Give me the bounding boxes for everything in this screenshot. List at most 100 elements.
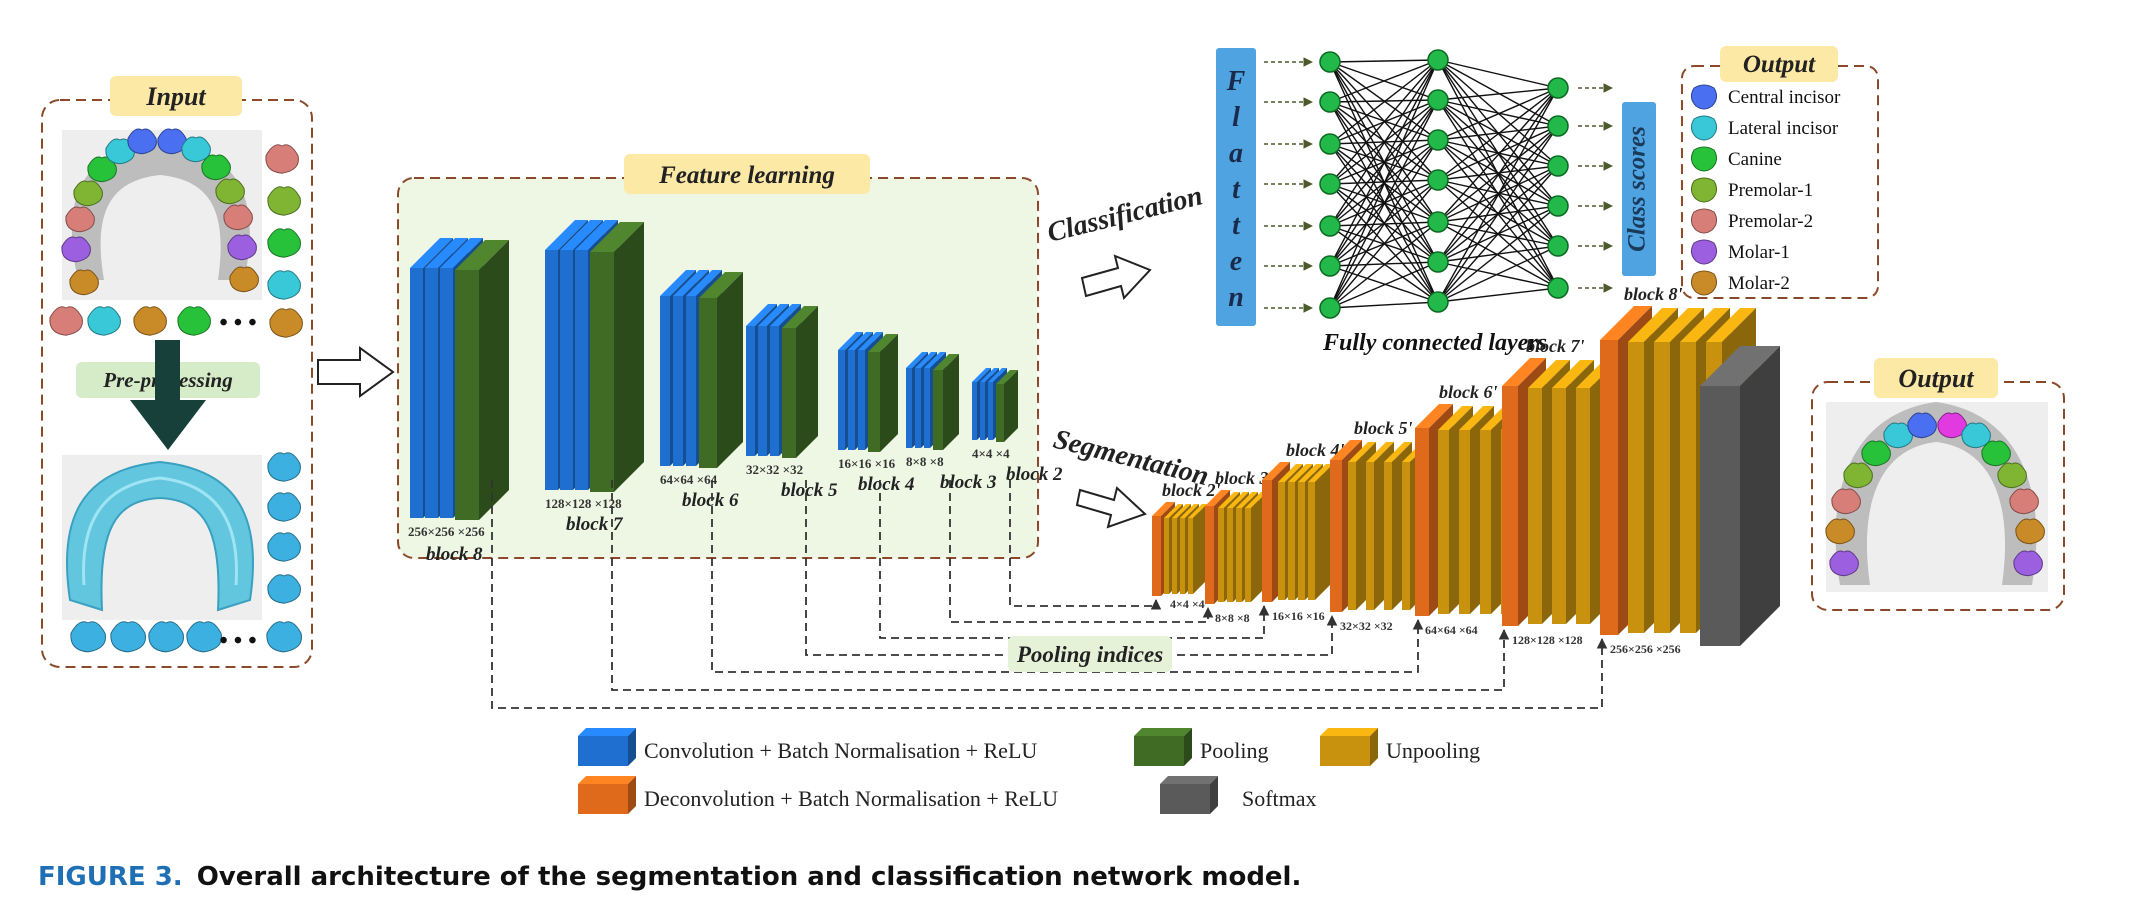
decoder-block-0-deconv-top (1152, 502, 1175, 516)
encoder-block-5-pool-side (943, 354, 959, 450)
fc-edge (1329, 59, 1439, 63)
encoder-block-3-name: block 5 (781, 480, 838, 501)
fc-edge (1329, 59, 1439, 145)
pooling-index-line-1 (611, 480, 1510, 691)
encoder-block-0-conv-1-front (425, 268, 438, 518)
input-dots-1: • • • (219, 310, 256, 336)
encoder-block-0-pool (455, 240, 509, 520)
encoder-block-6-size: 4×4 ×4 (972, 446, 1010, 461)
encoder-block-0-name: block 8 (426, 544, 483, 565)
legend-swatch-1-top (1134, 728, 1192, 736)
legend-swatch-4-top (1160, 776, 1218, 784)
pooling-index-line-6 (1009, 480, 1162, 610)
output-tooth-7 (1937, 412, 1967, 439)
row-tooth-0 (49, 306, 83, 336)
output-tooth-11 (2009, 488, 2039, 515)
blue-row-tooth-1 (110, 621, 146, 653)
output-seg-title-box (1874, 358, 1998, 398)
encoder-block-2-conv-1-front (673, 296, 683, 466)
decoder-block-4-name: block 6' (1439, 382, 1498, 402)
legend: Convolution + Batch Normalisation + ReLU… (578, 728, 1480, 814)
fc-edge (1329, 221, 1439, 309)
input-title: Input (145, 82, 206, 111)
decoder-block-3-unpool-2-top (1384, 442, 1412, 462)
input-title-box (110, 76, 242, 116)
fc-neuron-1-5 (1427, 251, 1449, 273)
fc-neuron-1-4 (1427, 211, 1449, 233)
encoder-block-6-pool (996, 370, 1018, 442)
encoder-block-1-conv-0-front (545, 250, 558, 490)
flatten-letter-6: n (1228, 282, 1244, 313)
fc-neuron-0-4 (1319, 215, 1341, 237)
encoder-block-6-pool-front (996, 384, 1004, 442)
decoder-block-6-deconv-front (1600, 340, 1618, 635)
decoder-block-1-unpool-1-top (1227, 492, 1249, 508)
fc-edge (1437, 59, 1559, 89)
pooling-index-line-2 (711, 480, 1424, 673)
encoder-block-3-conv-2-front (770, 326, 779, 456)
decoder-block-5-unpool-2-front (1576, 388, 1590, 624)
decoder-block-5-unpool-1-front (1552, 388, 1566, 624)
row-tooth-2 (133, 306, 167, 336)
pooling-index-connections (491, 480, 1608, 709)
decoder-block-2-name: block 4' (1286, 440, 1345, 460)
fc-neuron-1-3 (1427, 169, 1449, 191)
fc-neuron-1-1 (1427, 89, 1449, 111)
arch-tooth-0 (69, 269, 99, 296)
figure-caption-label: FIGURE 3. (38, 862, 183, 892)
decoder-block-1-size: 8×8 ×8 (1215, 611, 1250, 625)
fc-edge (1329, 59, 1439, 267)
decoder-block-3-unpool-1-front (1366, 462, 1374, 610)
encoder-block-2-pool-side (717, 272, 743, 468)
decoder-block-0-unpool-3 (1188, 504, 1207, 594)
output-tooth-8 (1961, 422, 1991, 449)
encoder-block-2-name: block 6 (682, 490, 739, 511)
fc-layers-label: Fully connected layers (1322, 330, 1547, 356)
legend-swatch-1-front (1134, 736, 1184, 766)
feature-learning-title: Feature learning (658, 162, 835, 189)
fc-edge (1437, 87, 1559, 223)
row-tooth-3 (177, 306, 211, 336)
decoder-block-5-name: block 7' (1526, 336, 1585, 356)
encoder-block-0-pool-front (455, 270, 479, 520)
decoder-block-1-deconv-front (1205, 506, 1214, 604)
legend-label-2: Unpooling (1386, 738, 1480, 763)
blue-row-tooth-0 (70, 621, 106, 653)
encoder-block-1-conv-1-top (560, 220, 603, 250)
decoder-block-2-unpool-3-top (1308, 464, 1333, 482)
decoder-block-3-size: 32×32 ×32 (1340, 619, 1393, 633)
decoder-block-4-unpool-1-top (1459, 406, 1494, 430)
encoder-block-1-pool-side (614, 222, 644, 492)
pooling-index-line-3 (805, 480, 1338, 656)
decoder-block-5-deconv-front (1502, 386, 1518, 626)
fc-neuron-1-2 (1427, 129, 1449, 151)
fc-edge (1329, 59, 1439, 309)
encoder-block-6-pool-side (1004, 370, 1018, 442)
decoder-block-6-size: 256×256 ×256 (1610, 642, 1681, 656)
output-tooth-10 (1997, 462, 2027, 489)
arch-tooth-7 (157, 128, 187, 155)
decoder-block-4-deconv-front (1415, 428, 1429, 616)
output-tooth-4 (1861, 440, 1891, 467)
flatten-letter-0: F (1226, 66, 1246, 97)
encoder-block-4-conv-1-top (848, 332, 873, 350)
encoder-block-2-conv-0-front (660, 296, 670, 466)
decoder-block-3-unpool-3-front (1402, 462, 1410, 610)
fc-edge (1437, 87, 1559, 141)
encoder-block-5-pool (933, 354, 959, 450)
legend-label-3: Deconvolution + Batch Normalisation + Re… (644, 786, 1058, 811)
decoder-block-6-unpool-1-top (1654, 308, 1704, 342)
encoder-block-2-pool (699, 272, 743, 468)
decoder-block-1-unpool-2-top (1236, 492, 1258, 508)
decoder-block-4-size: 64×64 ×64 (1425, 623, 1478, 637)
output-tooth-1 (1825, 518, 1855, 545)
decoder-block-3-unpool-0-top (1348, 442, 1376, 462)
flatten-letter-3: t (1232, 174, 1241, 205)
mesh-dental-arch-image (62, 455, 262, 620)
class-swatch-6 (1690, 270, 1718, 296)
encoder-block-3-pool-side (796, 306, 818, 458)
decoder-block-1-name: block 3' (1215, 468, 1274, 488)
decoder-block-5-size: 128×128 ×128 (1512, 633, 1583, 647)
output-seg-title: Output (1898, 364, 1974, 393)
